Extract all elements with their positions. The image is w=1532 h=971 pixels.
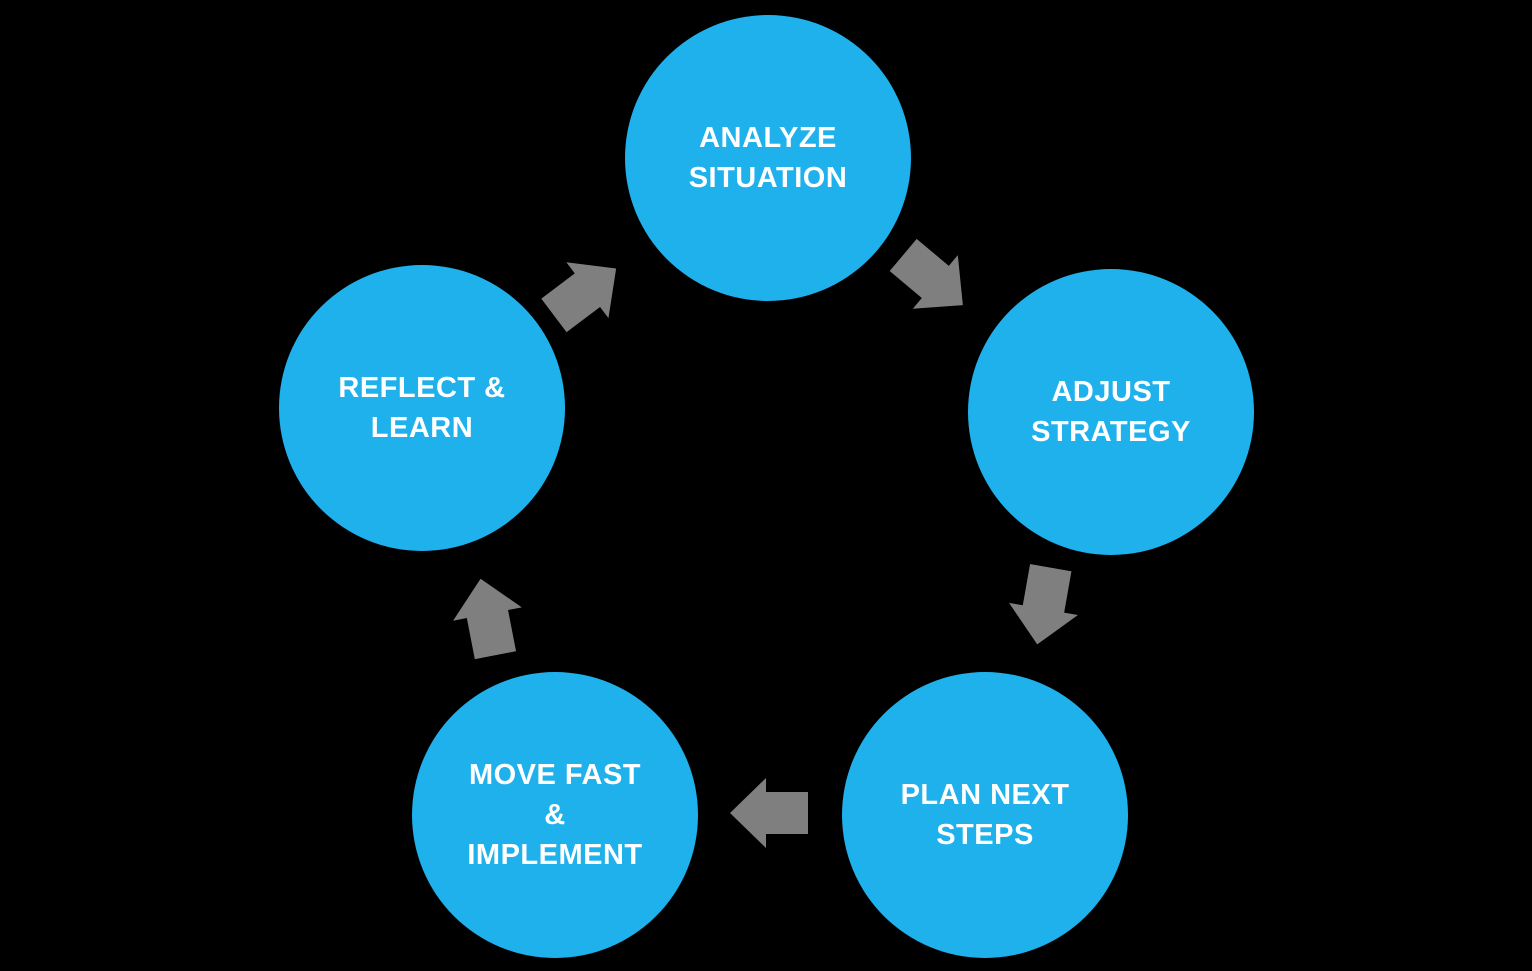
arrow-icon-plan-to-move (730, 778, 808, 848)
step-circle-analyze-situation: ANALYZE SITUATION (625, 15, 911, 301)
arrow-icon-reflect-to-analyze (533, 241, 637, 344)
step-circle-plan-next-steps: PLAN NEXT STEPS (842, 672, 1128, 958)
arrow-icon-analyze-to-adjust (881, 228, 986, 332)
step-circle-adjust-strategy: ADJUST STRATEGY (968, 269, 1254, 555)
step-label-adjust-strategy: ADJUST STRATEGY (1031, 375, 1191, 448)
step-label-plan-next-steps: PLAN NEXT STEPS (900, 778, 1070, 851)
step-label-move-fast-implement: MOVE FAST & IMPLEMENT (467, 758, 643, 871)
step-circle-reflect-learn: REFLECT & LEARN (279, 265, 565, 551)
step-label-reflect-learn: REFLECT & LEARN (338, 371, 506, 444)
arrow-icon-adjust-to-plan (1003, 562, 1085, 651)
step-circle-move-fast-implement: MOVE FAST & IMPLEMENT (412, 672, 698, 958)
step-label-analyze-situation: ANALYZE SITUATION (688, 121, 848, 194)
arrow-icon-move-to-reflect (446, 572, 530, 662)
